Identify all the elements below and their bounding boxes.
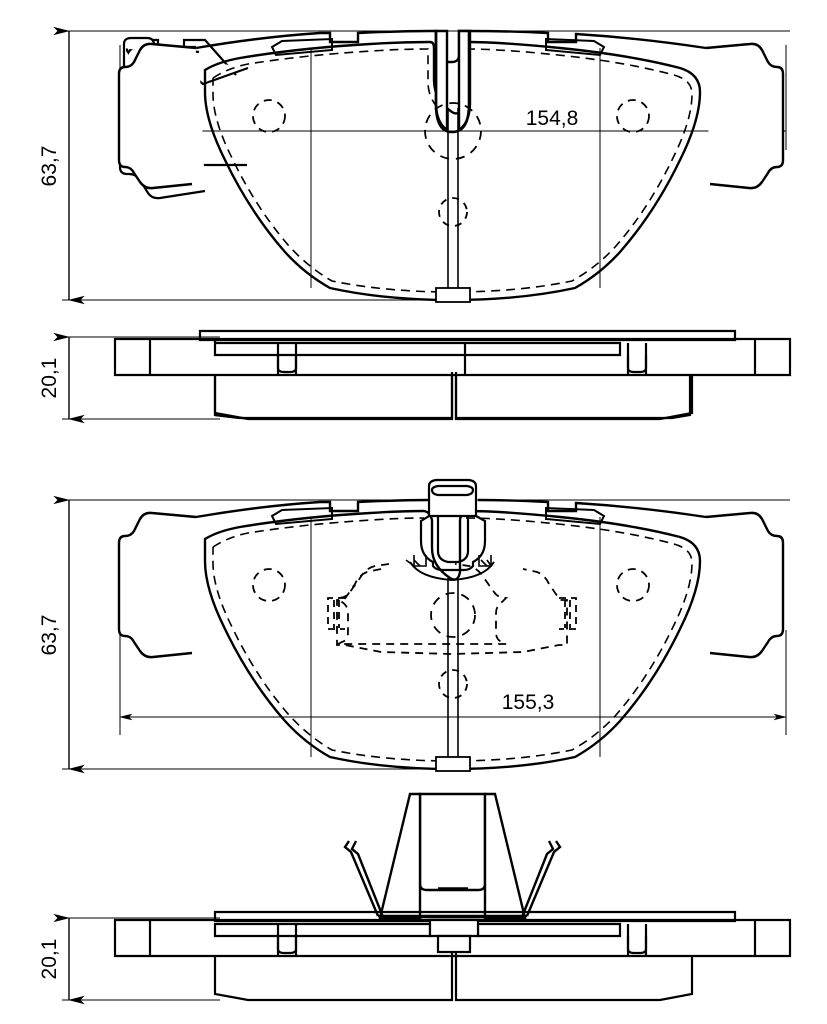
pad1-construction-lines — [310, 48, 601, 288]
pad1-hole-center-small — [438, 197, 468, 227]
pad2-shim-outline — [336, 568, 568, 655]
clip-spring-arms — [343, 840, 562, 919]
clip-sensor-shoulders — [378, 792, 527, 920]
pad2-thickness-dimension: 20,1 — [38, 913, 85, 1005]
pad2-center-slot-foot — [435, 756, 471, 772]
pad1-thickness-label: 20,1 — [38, 358, 61, 399]
pad2-sensor-wings — [405, 555, 492, 567]
pad1-center-slot-foot — [435, 287, 471, 303]
pad2-side-lugs — [327, 597, 577, 630]
pad1-center-notch-u — [434, 31, 471, 134]
pad2-sensor-cap — [409, 561, 495, 582]
pad2-construction-lines — [310, 517, 601, 757]
view-pad-2-front: 63,7 155,3 — [38, 478, 790, 774]
pad1-top-tabs — [270, 37, 606, 57]
pad1-ear-left — [117, 42, 197, 190]
pad2-top-tabs — [270, 506, 606, 526]
pad1-hole-center-large — [424, 102, 482, 160]
pad1-center-notch — [434, 29, 472, 133]
pad1-hole-right — [616, 99, 650, 133]
pad1-thickness-dimension: 20,1 — [38, 332, 85, 424]
pad2-backplate-outline — [203, 509, 702, 771]
pad1-hole-left — [252, 99, 286, 133]
pad1-ear-right — [705, 42, 785, 190]
pad2-ear-left — [117, 511, 197, 659]
pad2-wear-sensor-body — [419, 515, 487, 572]
pad2-hole-center-large — [430, 592, 476, 638]
view-pad-1-front: 63,7 154,8 — [38, 26, 790, 305]
pad2-side-profile — [113, 910, 792, 958]
pad2-side-sensor-foot — [428, 918, 480, 954]
pad2-wear-sensor-head — [427, 478, 478, 518]
pad2-side-shoe — [213, 953, 694, 1002]
pad1-height-label: 63,7 — [38, 146, 61, 187]
pad1-height-dimension: 63,7 — [38, 26, 85, 305]
pad1-backplate-outline — [203, 40, 702, 302]
clip-sensor-block — [418, 792, 487, 892]
pad2-spring-shim-dashed — [335, 563, 509, 645]
pad2-friction-outline — [212, 517, 693, 762]
view-pad-1-side: 20,1 — [38, 329, 792, 424]
pad1-side-shoe — [213, 372, 694, 421]
pad2-height-dimension: 63,7 — [38, 495, 85, 774]
pad2-thickness-label: 20,1 — [38, 939, 61, 980]
pad1-width-label: 154,8 — [526, 107, 579, 130]
pad2-hole-right — [616, 568, 650, 602]
pad2-height-label: 63,7 — [38, 615, 61, 656]
pad2-top-edge — [195, 498, 707, 519]
view-pad-2-side: 20,1 — [38, 910, 792, 1005]
pad2-width-dimension: 155,3 — [119, 691, 787, 721]
pad2-center-slot — [447, 578, 459, 759]
pad2-side-witness — [62, 917, 220, 1001]
pad2-ear-right — [705, 511, 785, 659]
pad1-friction-outline — [212, 48, 693, 293]
pad2-hole-left — [252, 568, 286, 602]
pad2-hole-center-small — [438, 669, 468, 699]
view-wear-sensor-clip — [343, 792, 562, 920]
pad2-width-label: 155,3 — [502, 691, 555, 714]
pad1-side-witness — [62, 336, 220, 420]
